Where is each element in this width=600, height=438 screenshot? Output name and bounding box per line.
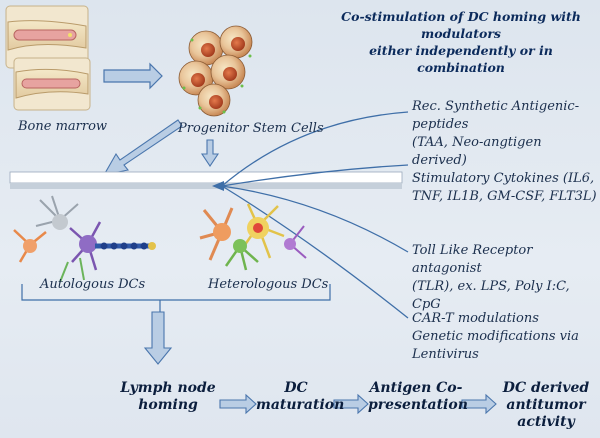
- autologous-dc-illustration: [13, 195, 156, 283]
- dc-bracket: [21, 284, 331, 312]
- flow-arrow-1: [219, 393, 257, 415]
- heterologous-dc-illustration: [199, 203, 307, 271]
- flow-step-lymph-node: Lymph node homing: [120, 380, 216, 414]
- flow-step-antigen: Antigen Co- presentation: [368, 380, 468, 414]
- flow-step-antitumor: DC derived antitumor activity: [494, 380, 598, 431]
- diagram-title: Co-stimulation of DC homing with modulat…: [330, 8, 592, 76]
- bone-marrow-illustration: [5, 5, 91, 111]
- flow-step-line-2: antitumor activity: [506, 397, 586, 430]
- modulator-connector-lines: [221, 111, 409, 319]
- modulator-line-1: Stimulatory Cytokines (IL6,: [412, 171, 595, 186]
- modulator-line-2: Genetic modifications via Lentivirus: [412, 329, 579, 362]
- arrow-down-to-lymph: [143, 311, 173, 365]
- flow-step-line-2: maturation: [256, 397, 345, 413]
- autologous-label: Autologous DCs: [40, 277, 146, 292]
- title-line-2: either independently or in combination: [369, 43, 553, 75]
- progenitor-label: Progenitor Stem Cells: [178, 121, 324, 136]
- flow-arrow-2: [333, 393, 369, 415]
- modulator-line-1: Rec. Synthetic Antigenic-peptides: [412, 99, 580, 132]
- modulator-item: CAR-T modulations Genetic modifications …: [412, 310, 600, 364]
- progenitor-cells-illustration: [178, 25, 253, 117]
- modulator-line-2: (TAA, Neo-angtigen derived): [412, 135, 542, 168]
- flow-step-line-2: presentation: [368, 397, 468, 413]
- flow-arrow-3: [461, 393, 497, 415]
- flow-step-dc-maturation: DC maturation: [256, 380, 345, 414]
- flow-step-line-1: Antigen Co-: [369, 380, 463, 396]
- modulator-line-2: (TLR), ex. LPS, Poly I:C, CpG: [412, 279, 570, 312]
- arrow-progenitor-down: [200, 139, 220, 167]
- modulator-item: Rec. Synthetic Antigenic-peptides (TAA, …: [412, 98, 600, 170]
- flow-step-line-1: DC: [284, 380, 308, 396]
- modulator-item: Toll Like Receptor antagonist (TLR), ex.…: [412, 242, 600, 314]
- arrow-progenitor-to-autologous: [102, 119, 183, 176]
- modulator-line-1: CAR-T modulations: [412, 311, 539, 326]
- modulator-line-1: Toll Like Receptor antagonist: [412, 243, 533, 276]
- arrow-bone-to-progenitor: [103, 62, 163, 90]
- membrane-bar: [9, 171, 403, 189]
- modulator-line-2: TNF, IL1B, GM-CSF, FLT3L): [412, 189, 597, 204]
- modulator-item: Stimulatory Cytokines (IL6, TNF, IL1B, G…: [412, 170, 597, 206]
- bone-marrow-label: Bone marrow: [18, 119, 108, 134]
- flow-step-line-1: DC derived: [502, 380, 590, 396]
- flow-step-line-2: homing: [138, 397, 198, 413]
- converge-arrowhead: [212, 181, 224, 191]
- heterologous-label: Heterologous DCs: [208, 277, 329, 292]
- title-line-1: Co-stimulation of DC homing with modulat…: [341, 9, 581, 41]
- flow-step-line-1: Lymph node: [120, 380, 216, 396]
